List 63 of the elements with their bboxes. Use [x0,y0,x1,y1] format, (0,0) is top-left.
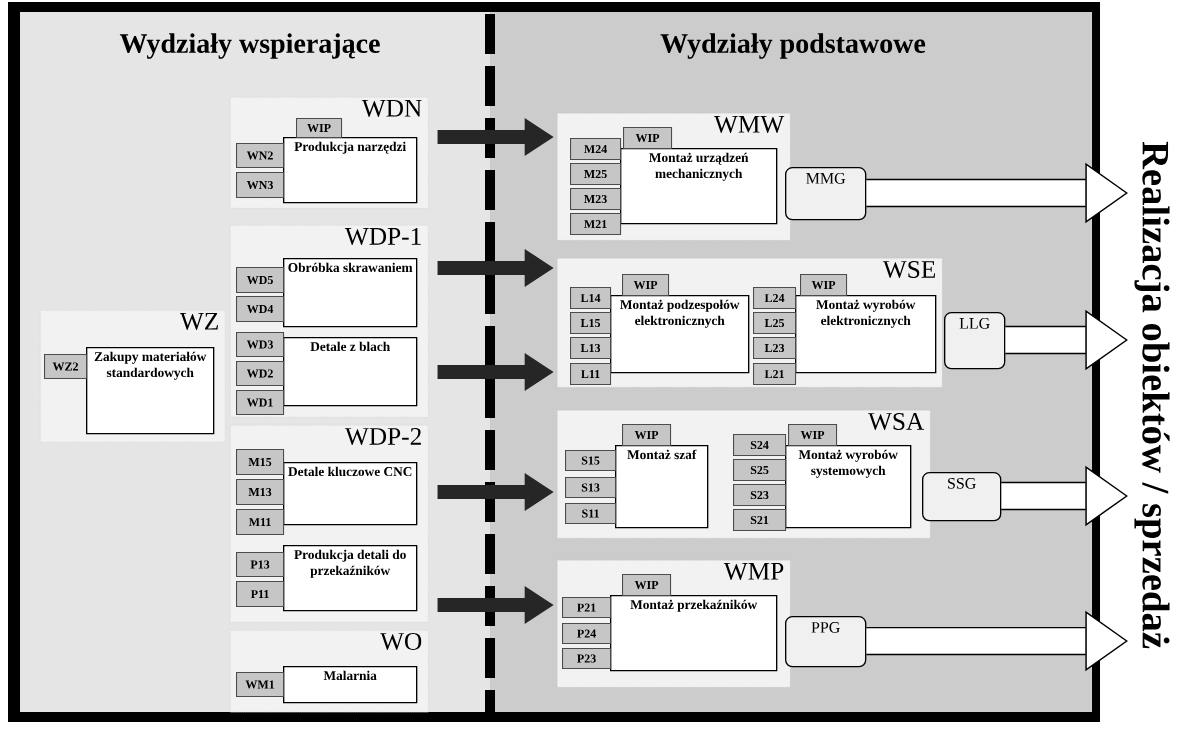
vertical-title: Realizacja obiektów / sprzedaż [1134,141,1170,649]
process-box: Detale z blach [283,337,418,407]
code-tag: L25 [753,312,797,335]
code-tag: S23 [733,484,787,507]
code-tag: S11 [565,503,617,525]
code-tag: WZ2 [44,354,88,380]
code-tag: P13 [236,552,285,578]
process-box: Zakupy materiałów standardowych [86,347,215,435]
code-tag: S15 [565,450,617,472]
heading-text: Wydziały podstawowe [660,33,926,59]
code-tag: WD5 [236,267,285,294]
process-box: Montaż szaf [615,445,709,529]
code-tag: WIP [296,118,343,139]
code-tag: S25 [733,459,787,482]
code-tag: WIP [788,424,838,447]
code-tag: WIP [800,274,848,297]
process-box: Malarnia [283,666,418,704]
code-tag: M13 [236,479,285,506]
code-tag: L11 [570,363,612,386]
code-tag: WN3 [236,172,285,199]
code-tag: M15 [236,449,285,476]
code-tag: WM1 [236,672,285,698]
code-tag: WD2 [236,361,285,387]
process-box: Montaż wyrobów elektronicznych [795,295,937,374]
process-box: Montaż przekaźników [610,595,778,672]
process-box: Obróbka skrawaniem [283,258,418,328]
output-box: MMG [785,167,867,221]
code-tag: M25 [570,163,622,186]
code-tag: WIP [622,274,670,297]
code-tag: S24 [733,434,787,457]
code-tag: WIP [623,127,673,150]
code-tag: P21 [562,597,612,619]
output-box: SSG [922,472,1002,522]
code-tag: WD4 [236,296,285,323]
output-box: LLG [944,312,1006,370]
code-tag: L14 [570,287,612,310]
code-tag: L24 [753,287,797,310]
code-tag: M11 [236,509,285,536]
process-box: Detale kluczowe CNC [283,462,418,526]
code-tag: L21 [753,363,797,386]
code-tag: L15 [570,312,612,335]
process-box: Produkcja detali do przekaźników [283,545,418,612]
process-box: Montaż urządzeń mechanicznych [620,148,778,225]
output-box: PPG [785,616,867,668]
process-box: Produkcja narzędzi [283,137,418,204]
code-tag: P24 [562,623,612,645]
code-tag: L23 [753,337,797,360]
code-tag: S13 [565,477,617,499]
process-box: Montaż wyrobów systemowych [785,445,912,529]
code-tag: WD3 [236,332,285,358]
code-tag: WD1 [236,390,285,416]
process-box: Montaż podzespołów elektronicznych [610,295,750,374]
code-tag: WN2 [236,143,285,169]
code-tag: M24 [570,138,622,161]
code-tag: P23 [562,648,612,670]
code-tag: M23 [570,188,622,211]
code-tag: WIP [622,424,672,447]
code-tag: L13 [570,337,612,360]
code-tag: P11 [236,581,285,608]
code-tag: S21 [733,509,787,532]
heading-text: Wydziały wspierające [119,33,380,59]
code-tag: M21 [570,213,622,236]
code-tag: WIP [622,574,672,597]
